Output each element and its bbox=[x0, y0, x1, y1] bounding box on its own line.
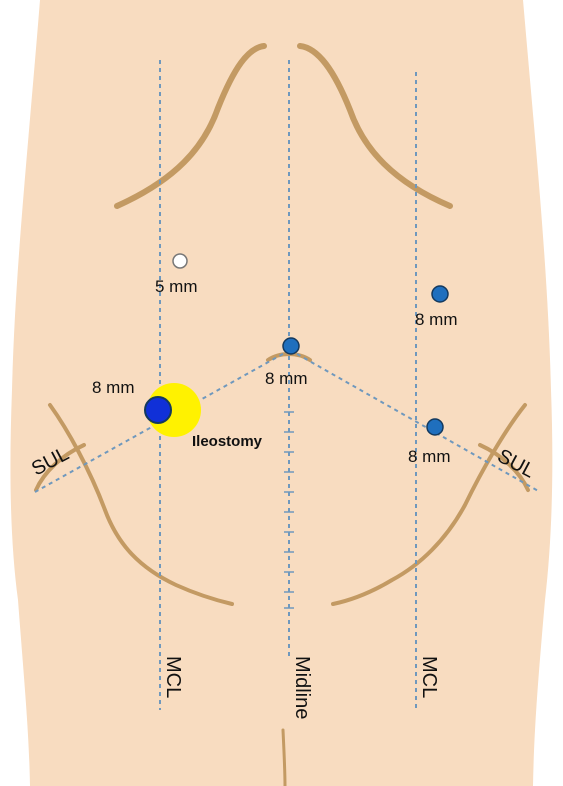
upper-left-port bbox=[173, 254, 187, 268]
midline-label: Midline bbox=[291, 656, 313, 719]
upper-right-port bbox=[432, 286, 448, 302]
umbilical-port-label: 8 mm bbox=[265, 369, 308, 388]
ileostomy-port-label: 8 mm bbox=[92, 378, 135, 397]
upper-right-port-label: 8 mm bbox=[415, 310, 458, 329]
lower-right-port-label: 8 mm bbox=[408, 447, 451, 466]
umbilical-port bbox=[283, 338, 299, 354]
mcl-right-label: MCL bbox=[418, 656, 440, 698]
ileostomy-label: Ileostomy bbox=[192, 433, 263, 450]
ileostomy-port bbox=[145, 397, 171, 423]
lower-right-port bbox=[427, 419, 443, 435]
upper-left-port-label: 5 mm bbox=[155, 277, 198, 296]
mcl-left-label: MCL bbox=[162, 656, 184, 698]
